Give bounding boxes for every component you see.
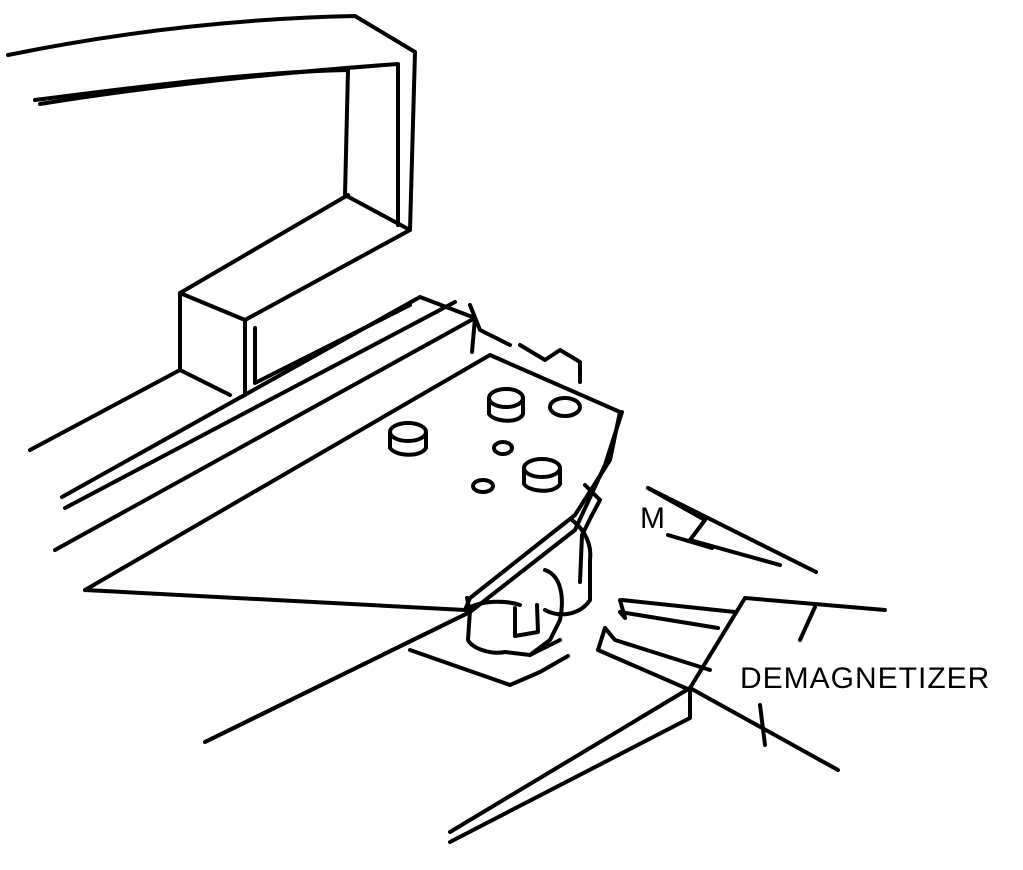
- head-plate: [83, 353, 624, 744]
- mark-label: M: [640, 502, 666, 535]
- demagnetizer-tool: [448, 596, 887, 844]
- field-marking: [646, 486, 818, 574]
- chassis-rails: [28, 295, 582, 552]
- demagnetizer-label: DEMAGNETIZER: [740, 662, 990, 695]
- lid-frame: [6, 14, 417, 397]
- head-underside: [408, 483, 602, 687]
- plate-screws: [388, 387, 582, 494]
